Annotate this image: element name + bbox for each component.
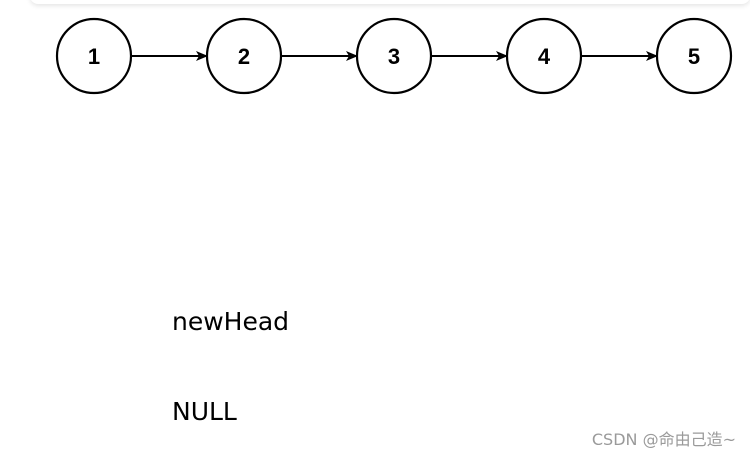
top-shadow-bar [30,0,750,4]
node-circle [55,17,133,95]
linked-list-diagram: 1 2 3 4 5 [55,17,733,95]
node-label: 3 [388,44,400,69]
list-node-2: 2 [205,17,283,95]
list-node-1: 1 [55,17,133,95]
csdn-watermark: CSDN @命由己造~ [591,430,736,449]
node-label: 4 [538,44,551,69]
null-label: NULL [172,397,237,426]
node-circle [205,17,283,95]
node-circle [355,17,433,95]
node-circle [505,17,583,95]
node-label: 5 [688,44,700,69]
new-head-label: newHead [172,307,290,336]
node-label: 2 [238,44,250,69]
list-node-3: 3 [355,17,433,95]
node-circle [655,17,733,95]
node-label: 1 [88,44,100,69]
list-node-4: 4 [505,17,583,95]
list-node-5: 5 [655,17,733,95]
